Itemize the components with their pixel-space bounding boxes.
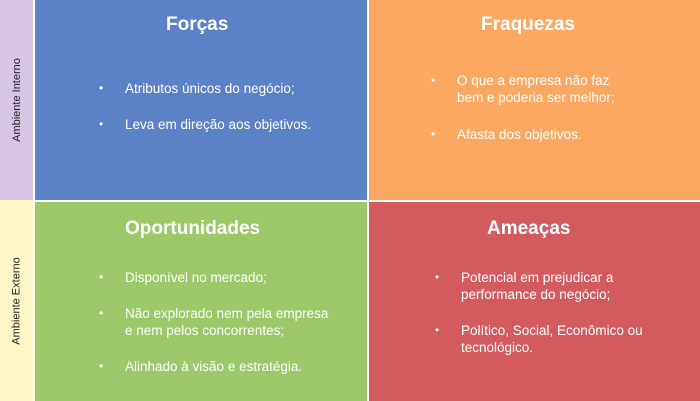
list-item: Leva em direção aos objetivos. — [99, 116, 349, 133]
weaknesses-title: Fraquezas — [481, 14, 575, 35]
list-item: Potencial em prejudicar a performance do… — [435, 269, 675, 303]
external-environment-label: Ambiente Externo — [10, 256, 23, 345]
list-item: Alinhado à visão e estratégia. — [99, 358, 339, 375]
opportunities-list: Disponível no mercado; Não explorado nem… — [99, 269, 339, 394]
strengths-quadrant: Forças Atributos únicos do negócio; Leva… — [35, 0, 367, 200]
weaknesses-quadrant: Fraquezas O que a empresa não faz bem e … — [369, 0, 700, 200]
list-item: Afasta dos objetivos. — [431, 126, 631, 143]
list-item: Político, Social, Econômico ou tecnológi… — [435, 322, 675, 356]
opportunities-quadrant: Oportunidades Disponível no mercado; Não… — [35, 202, 367, 401]
weaknesses-list: O que a empresa não faz bem e poderia se… — [431, 72, 631, 163]
threats-list: Potencial em prejudicar a performance do… — [435, 269, 675, 375]
list-item: O que a empresa não faz bem e poderia se… — [431, 72, 631, 106]
strengths-list: Atributos únicos do negócio; Leva em dir… — [99, 80, 349, 152]
external-environment-label-box: Ambiente Externo — [0, 200, 33, 401]
strengths-title: Forças — [166, 14, 229, 35]
internal-environment-label: Ambiente Interno — [10, 58, 23, 142]
list-item: Não explorado nem pela empresa e nem pel… — [99, 305, 339, 339]
internal-environment-label-box: Ambiente Interno — [0, 0, 33, 200]
threats-title: Ameaças — [487, 218, 571, 239]
threats-quadrant: Ameaças Potencial em prejudicar a perfor… — [369, 202, 700, 401]
opportunities-title: Oportunidades — [125, 218, 261, 239]
list-item: Atributos únicos do negócio; — [99, 80, 349, 97]
list-item: Disponível no mercado; — [99, 269, 339, 286]
